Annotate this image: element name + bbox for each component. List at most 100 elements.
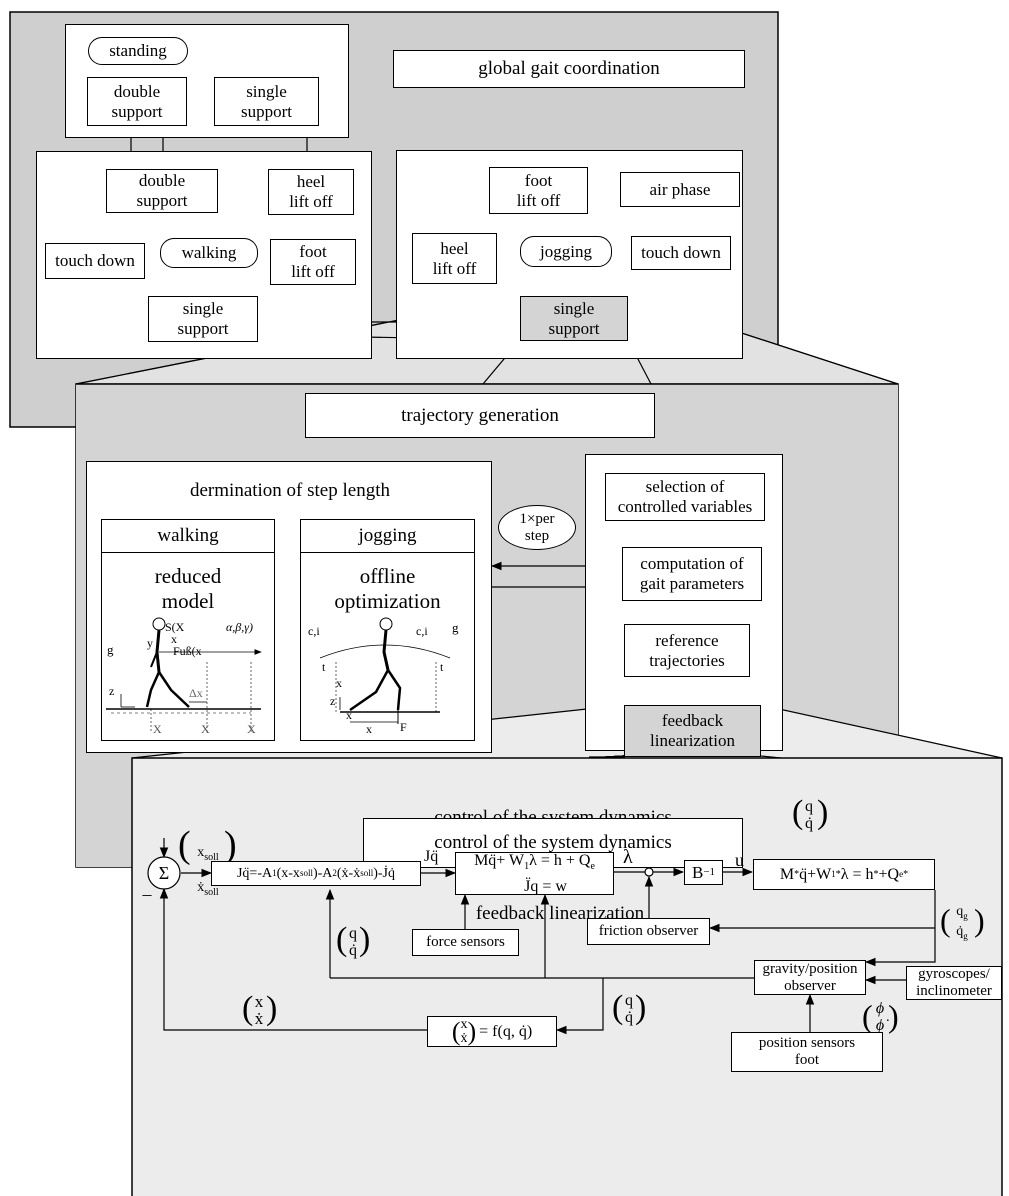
phi: ϕ [875,1000,885,1017]
sys-e: e [899,869,904,879]
gyroscopes-box[interactable]: gyroscopes/ inclinometer [906,966,1002,1000]
qg-paren-l: ( [940,902,951,938]
standing-double-support[interactable]: double support [87,77,187,126]
eq1-2: 2 [332,868,337,878]
force-sensors-box[interactable]: force sensors [412,929,519,956]
jog-fig-x: x [346,708,352,722]
phi-d: ϕ̇ [875,1017,885,1034]
x-xd: ẋ [254,1009,264,1028]
qg-sub: g [963,910,968,921]
sys-c: +Q [878,866,900,883]
step-length-title: dermination of step length [190,480,390,501]
jog-fig-g: g [452,620,459,635]
reference-box[interactable]: reference trajectories [624,624,750,677]
eq1-d: (ẋ-ẋ [336,866,361,881]
xsoll-sub: soll [204,851,219,863]
xsoll-paren-r: ) [224,824,237,866]
jogging-heel-lift-off[interactable]: heel lift off [412,233,497,284]
walking-foot-lift-off[interactable]: foot lift off [270,239,356,285]
gravity-observer-box[interactable]: gravity/position observer [754,960,866,995]
sum-junction [147,856,181,890]
eq1-1: 1 [272,868,277,878]
walk-fig-xsi1: X [201,722,210,736]
feedback-lin-box[interactable]: feedback linearization [624,705,761,757]
jogging-foot-lift-off[interactable]: foot lift off [489,167,588,214]
x-paren-l: ( [242,990,254,1027]
sys-s3: * [873,869,879,880]
selection-box[interactable]: selection of controlled variables [605,473,765,521]
binv-block[interactable]: B−1 [684,860,723,885]
dyn-1: 1 [524,861,530,873]
fk-eq: = f(q, q̇) [479,1023,533,1040]
qg-q: q [956,904,964,919]
eq1-a: Jq̈=-A [236,866,273,881]
sys-b: λ = h [840,866,874,883]
x-x: x [254,992,264,1011]
walking-double-support[interactable]: double support [106,169,218,213]
phi-paren-r: ) [888,998,899,1034]
jogging-figure-svg [319,617,451,724]
walk-fig-fuss: Fuß(x [173,644,202,658]
walking-model-panel [101,519,275,741]
walking-state: walking [160,238,258,268]
standing-single-support[interactable]: single support [214,77,319,126]
xsoll-dot: ẋ [197,879,205,895]
q-low-paren-l: ( [612,989,624,1026]
walking-single-support[interactable]: single support [148,296,258,342]
walk-fig-z: z [109,684,115,698]
sys-M: M [779,866,795,883]
trajectory-title: trajectory generation [305,393,655,438]
computation-box[interactable]: computation of gait parameters [622,547,762,601]
fk-paren-l: ( [451,1017,461,1046]
jogging-state: jogging [520,236,612,267]
jogging-model-header: jogging [300,519,475,553]
q-top-qd: q̇ [805,815,813,832]
control-title-text: control of the system dynamics [434,832,672,853]
q-mid-q: q [349,925,357,942]
x-paren-r: ) [266,990,278,1027]
u-label: u [735,850,744,870]
jogging-air-phase[interactable]: air phase [620,172,740,207]
position-sensors-box[interactable]: position sensors foot [731,1032,883,1072]
constrained-dynamics-eq[interactable]: Mq̈+ W1λ = h + Qe J̈q = w [455,852,614,895]
sys-a: q̈+W [799,866,832,883]
jog-fig-xci-left: c,i [308,624,320,638]
fk-x: x [460,1016,468,1032]
dyn-b: λ = h + Q [529,852,591,870]
xsoll-paren: ( [178,824,191,866]
jogging-touch-down[interactable]: touch down [631,236,731,270]
dyn-a: Mq̈+ W [474,852,525,870]
dyn-row2: J̈q = w [524,877,567,895]
friction-observer-box[interactable]: friction observer [587,918,710,945]
jogging-single-support[interactable]: single support [520,296,628,341]
xsoll-sub2: soll [204,886,219,898]
eq1-c: )-A [312,866,333,881]
dyn-e: e [590,861,595,873]
fk-paren-r: ) [467,1017,477,1046]
qg-sub2: g [963,930,968,941]
jogging-model-label: offline optimization [334,564,441,613]
q-top-paren-l: ( [792,794,804,831]
sys-s4: * [903,869,909,880]
walking-figure: S(X α,β,γ) Fuß(x g y x z Δx X X X [101,612,275,740]
sum-minus: – [142,884,152,904]
standing-state: standing [88,37,188,65]
walking-model-label: reduced model [154,564,222,613]
binv-B: B [691,863,704,882]
lambda-label: λ [623,846,633,868]
jog-fig-Fz: F [400,720,407,734]
fk-xd: ẋ [460,1030,468,1046]
q-top-q: q [805,798,813,815]
jog-fig-tj: t [440,660,444,674]
walking-touch-down[interactable]: touch down [45,243,145,279]
walking-heel-lift-off[interactable]: heel lift off [268,169,354,215]
walk-fig-angles: α,β,γ) [226,620,253,634]
walk-fig-y: y [147,636,153,650]
